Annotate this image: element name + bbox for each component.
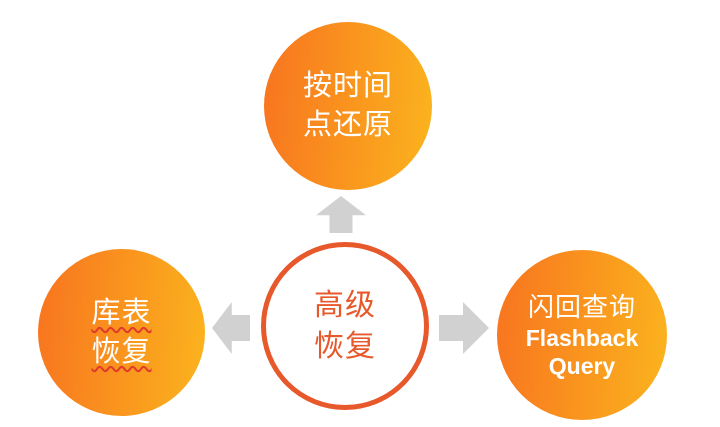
node-flashback-query: 闪回查询 Flashback Query xyxy=(497,250,667,420)
node-table-recovery: 库表 恢复 xyxy=(38,249,205,416)
block-arrow-right-icon xyxy=(439,302,489,354)
node-label-line: 库表 xyxy=(91,296,152,329)
node-point-in-time-restore-label: 按时间 点还原 xyxy=(303,67,393,145)
node-label-line: 按时间 xyxy=(302,70,393,102)
center-node-advanced-recovery: 高级 恢复 xyxy=(261,242,429,410)
block-arrow-left-icon xyxy=(212,302,250,354)
block-arrow-up-icon xyxy=(316,196,366,233)
node-label-line: 点还原 xyxy=(302,109,393,141)
node-point-in-time-restore: 按时间 点还原 xyxy=(264,22,432,190)
node-table-recovery-label: 库表 恢复 xyxy=(91,294,151,372)
node-label-line: Flashback xyxy=(525,324,639,351)
center-label-line: 高级 xyxy=(314,289,376,322)
center-label-line: 恢复 xyxy=(314,330,376,363)
node-flashback-query-label: 闪回查询 Flashback Query xyxy=(526,291,639,380)
center-node-label: 高级 恢复 xyxy=(314,285,376,367)
node-label-line: Query xyxy=(548,352,616,379)
node-label-line: 闪回查询 xyxy=(527,291,636,322)
node-label-line: 恢复 xyxy=(91,335,152,368)
